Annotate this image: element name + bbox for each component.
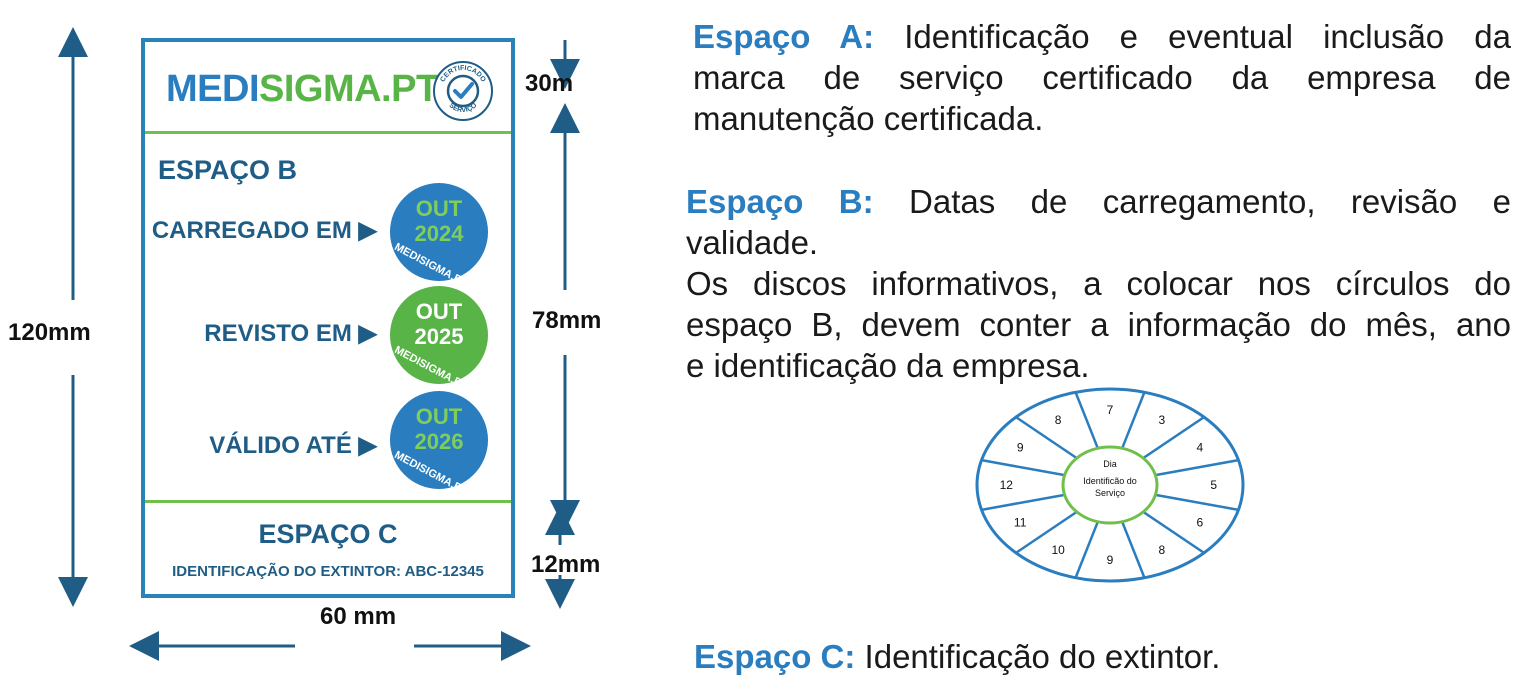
disc-month: OUT [415,299,463,324]
disc-segment-label: 12 [1000,478,1014,492]
disc-spoke [1155,458,1239,477]
space-b-line4: espaço B, devem conter a informação do m… [686,306,1511,343]
disc-spoke [1015,510,1078,554]
body-dimension: 78mm [532,307,602,334]
disc-center-line1: Dia [1103,459,1117,469]
header-dimension: 30m [525,70,574,97]
footer-dimension: 12mm [531,551,601,578]
disc-segment-diagram: 7 3 4 5 6 8 9 10 11 12 9 8 Dia Identificão do Servi… [975,387,1245,583]
disc-segment-label: 4 [1196,441,1203,455]
disc-year: 2025 [414,324,464,349]
disc-year: 2024 [414,221,464,246]
disc-spoke [1142,416,1205,460]
disc-segment-labels: 7 3 4 5 6 8 9 10 11 12 9 8 [1000,403,1218,567]
width-dimension: 60 mm [320,603,397,630]
brand-part-medi: MEDI [166,68,260,110]
disc-segment-label: 9 [1107,553,1114,567]
space-b-heading: Espaço B: [686,183,874,220]
space-c-heading: Espaço C: [694,638,856,675]
certified-service-seal-icon: CERTIFICADO SERVIÇO [433,61,493,121]
play-arrow-icon: ▶ [358,320,377,347]
disc-segment-label: 8 [1055,413,1062,427]
disc-revisto: OUT 2025 MEDISIGMA.PT [390,286,488,392]
space-c-description: Espaço C: Identificação do extintor. [694,636,1220,677]
disc-year: 2026 [414,429,464,454]
disc-brand: MEDISIGMA.PT [392,241,470,290]
extinguisher-id: IDENTIFICAÇÃO DO EXTINTOR: ABC-12345 [172,563,484,580]
space-a-line1: Identificação e eventual inclusão da [904,18,1511,55]
disc-segment-label: 11 [1014,515,1027,529]
space-b-description: Espaço B: Datas de carregamento, revisão… [686,181,1511,386]
disc-segment-label: 9 [1017,441,1024,455]
disc-center-line2: Identificão do [1083,476,1137,486]
space-c-footer: ESPAÇO C IDENTIFICAÇÃO DO EXTINTOR: ABC-… [145,500,511,598]
space-a-description: Espaço A: Identificação e eventual inclu… [693,16,1511,139]
row-label-text: REVISTO EM [204,320,352,347]
space-a-header: MEDISIGMA.PT CERTIFICADO SERVIÇO [145,42,511,134]
row-label-valido: VÁLIDO ATÉ ▶ [209,431,377,460]
disc-segment-label: 7 [1107,403,1114,417]
space-b-line5: e identificação da empresa. [686,347,1090,384]
disc-spoke [1074,391,1099,449]
disc-spokes [981,391,1239,579]
disc-spoke [1121,521,1146,579]
play-arrow-icon: ▶ [358,432,377,459]
row-label-text: VÁLIDO ATÉ [209,432,352,459]
disc-spoke [1121,391,1146,449]
disc-spoke [1074,521,1099,579]
space-a-line2: marca de serviço certificado da empresa … [693,59,1511,96]
disc-brand: MEDISIGMA.PT [392,449,470,498]
disc-spoke [981,458,1065,477]
brand-part-sigma: SIGMA.PT [259,68,439,110]
disc-segment-label: 8 [1159,543,1166,557]
disc-valido: OUT 2026 MEDISIGMA.PT [390,391,488,497]
space-b-line1: Datas de carregamento, revisão e [909,183,1512,220]
disc-brand: MEDISIGMA.PT [392,344,470,393]
disc-carregado: OUT 2024 MEDISIGMA.PT [390,183,488,289]
space-c-text: Identificação do extintor. [864,638,1221,675]
space-c-title: ESPAÇO C [258,519,398,549]
height-total-dimension: 120mm [8,319,91,346]
space-b-title: ESPAÇO B [158,155,298,185]
play-arrow-icon: ▶ [358,217,377,244]
row-label-revisto: REVISTO EM ▶ [204,319,377,348]
space-b-line2: validade. [686,224,819,261]
disc-center-ellipse [1061,445,1159,525]
space-b-line3: Os discos informativos, a colocar nos cí… [686,265,1511,302]
disc-spoke [1142,510,1205,554]
extinguisher-label: MEDISIGMA.PT CERTIFICADO SERVIÇO ESPAÇO … [141,38,515,598]
brand-logo: MEDISIGMA.PT [166,68,439,111]
space-a-line3: manutenção certificada. [693,100,1044,137]
disc-segment-label: 3 [1159,413,1166,427]
disc-month: OUT [415,196,463,221]
row-label-carregado: CARREGADO EM ▶ [152,216,377,245]
disc-spoke [1155,493,1239,512]
disc-center-line3: Serviço [1095,488,1125,498]
disc-month: OUT [415,404,463,429]
space-a-heading: Espaço A: [693,18,875,55]
row-label-text: CARREGADO EM [151,217,352,244]
disc-segment-label: 6 [1196,515,1203,529]
disc-spoke [1015,416,1078,460]
disc-spoke [981,493,1065,512]
disc-segment-label: 5 [1210,478,1217,492]
disc-segment-label: 10 [1051,543,1065,557]
